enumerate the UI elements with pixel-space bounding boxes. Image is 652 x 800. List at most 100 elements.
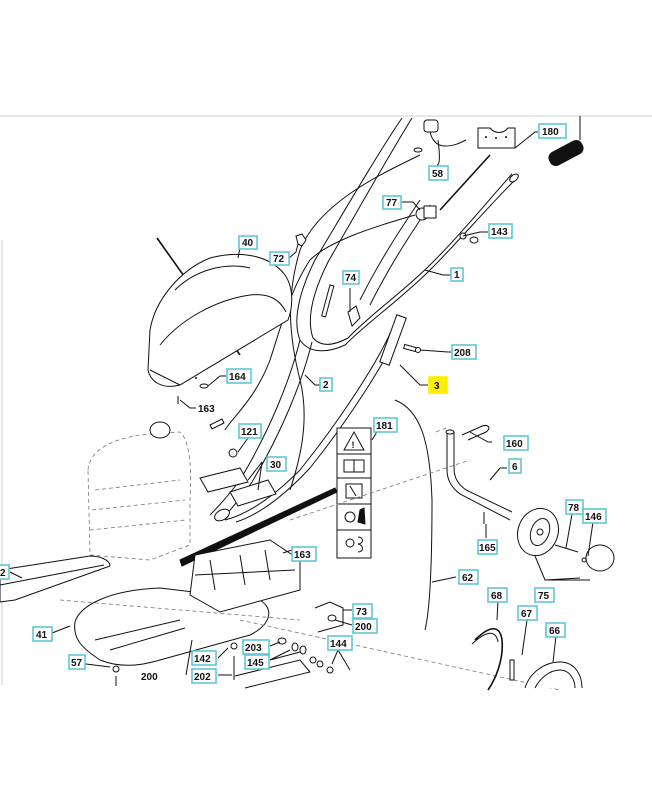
belt-inner bbox=[471, 632, 499, 645]
svg-text:58: 58 bbox=[432, 169, 444, 180]
callout-3-highlighted[interactable]: 3 bbox=[428, 376, 448, 394]
svg-text:163: 163 bbox=[198, 404, 215, 415]
callout-180[interactable]: 180 bbox=[538, 123, 567, 139]
rotating-tines-hand-icon bbox=[344, 507, 366, 525]
callout-30[interactable]: 30 bbox=[266, 456, 287, 472]
svg-text:144: 144 bbox=[330, 639, 347, 650]
svg-text:145: 145 bbox=[247, 658, 264, 669]
callout-66[interactable]: 66 bbox=[545, 622, 566, 638]
svg-text:40: 40 bbox=[242, 238, 254, 249]
washers-part-145 bbox=[291, 642, 307, 655]
warning-triangle-icon: ! bbox=[343, 430, 365, 451]
svg-text:200: 200 bbox=[355, 622, 372, 633]
callout-200-plain[interactable]: 200 bbox=[141, 672, 158, 683]
callout-208[interactable]: 208 bbox=[451, 344, 477, 360]
svg-text:74: 74 bbox=[345, 273, 357, 284]
callout-74[interactable]: 74 bbox=[342, 270, 360, 285]
callout-67[interactable]: 67 bbox=[517, 605, 538, 621]
callout-121[interactable]: 121 bbox=[238, 423, 262, 439]
callout-78[interactable]: 78 bbox=[565, 499, 584, 515]
key-part-67 bbox=[509, 659, 515, 681]
svg-text:66: 66 bbox=[549, 626, 561, 637]
callout-73[interactable]: 73 bbox=[352, 603, 373, 619]
svg-text:68: 68 bbox=[491, 591, 503, 602]
svg-text:142: 142 bbox=[194, 654, 211, 665]
callout-57[interactable]: 57 bbox=[68, 654, 86, 670]
belt-cover-part-40 bbox=[147, 253, 293, 387]
pin-part-208 bbox=[403, 343, 421, 353]
callout-146[interactable]: 146 bbox=[582, 508, 607, 524]
svg-text:160: 160 bbox=[506, 439, 523, 450]
callout-142[interactable]: 142 bbox=[191, 650, 217, 666]
svg-text:6: 6 bbox=[512, 462, 518, 473]
svg-text:77: 77 bbox=[386, 198, 398, 209]
svg-text:121: 121 bbox=[241, 427, 258, 438]
bracket-part-74 bbox=[321, 284, 361, 327]
callout-75[interactable]: 75 bbox=[534, 587, 555, 603]
svg-text:165: 165 bbox=[479, 543, 496, 554]
bolt-part-203 bbox=[277, 637, 287, 645]
svg-text:57: 57 bbox=[71, 658, 83, 669]
nut-part-146 bbox=[581, 557, 587, 563]
mounting-plates-part-30 bbox=[199, 467, 277, 522]
svg-text:200: 200 bbox=[141, 672, 158, 683]
warning-decal-part-181: ! bbox=[336, 427, 372, 559]
callout-181[interactable]: 181 bbox=[373, 417, 398, 433]
svg-text:202: 202 bbox=[194, 672, 211, 683]
bracket-part-180 bbox=[439, 127, 516, 211]
engine bbox=[87, 421, 192, 561]
callout-72[interactable]: 72 bbox=[269, 251, 290, 266]
callout-40[interactable]: 40 bbox=[238, 235, 258, 250]
svg-text:41: 41 bbox=[36, 630, 48, 641]
svg-text:2: 2 bbox=[0, 568, 6, 579]
handle-upper-part-1 bbox=[296, 117, 519, 352]
leader-lines bbox=[9, 131, 594, 676]
callout-203[interactable]: 203 bbox=[242, 639, 270, 655]
callout-6[interactable]: 6 bbox=[508, 458, 522, 474]
read-manual-icon bbox=[343, 459, 365, 473]
svg-text:1: 1 bbox=[454, 270, 460, 281]
svg-text:164: 164 bbox=[229, 372, 246, 383]
wheel-part-75 bbox=[516, 507, 615, 572]
transmission-housing bbox=[189, 539, 301, 613]
callout-165[interactable]: 165 bbox=[477, 539, 498, 555]
throttle-lever-part-58 bbox=[413, 119, 467, 153]
svg-text:203: 203 bbox=[245, 643, 262, 654]
svg-text:208: 208 bbox=[454, 348, 471, 359]
callout-144[interactable]: 144 bbox=[327, 635, 353, 651]
callout-41[interactable]: 41 bbox=[32, 626, 53, 642]
callout-163-boxed[interactable]: 163 bbox=[291, 546, 317, 562]
svg-text:73: 73 bbox=[356, 607, 368, 618]
callout-1[interactable]: 1 bbox=[450, 267, 464, 282]
callout-143[interactable]: 143 bbox=[488, 223, 513, 239]
svg-text:62: 62 bbox=[462, 573, 474, 584]
hairpin-clip-part-160 bbox=[461, 425, 490, 441]
callout-160[interactable]: 160 bbox=[503, 435, 529, 451]
callout-164[interactable]: 164 bbox=[226, 368, 252, 384]
callout-2[interactable]: 2 bbox=[319, 377, 333, 392]
callout-202[interactable]: 202 bbox=[191, 668, 217, 684]
bracket-part-73 bbox=[314, 601, 344, 633]
svg-text:78: 78 bbox=[568, 503, 580, 514]
callout-2-left[interactable]: 2 bbox=[0, 564, 10, 580]
callout-62[interactable]: 62 bbox=[458, 569, 479, 585]
callout-77[interactable]: 77 bbox=[382, 195, 402, 210]
svg-text:180: 180 bbox=[542, 127, 559, 138]
cap-part-57 bbox=[112, 665, 120, 673]
nut-part-142 bbox=[230, 642, 238, 650]
callout-145[interactable]: 145 bbox=[244, 654, 270, 670]
tine-shield-part-12 bbox=[0, 555, 111, 603]
cable-clamp-part-77 bbox=[415, 205, 437, 221]
svg-text:146: 146 bbox=[585, 512, 602, 523]
svg-text:163: 163 bbox=[294, 550, 311, 561]
callout-68[interactable]: 68 bbox=[487, 587, 508, 603]
svg-text:30: 30 bbox=[270, 460, 282, 471]
drive-belt-part-68 bbox=[474, 627, 504, 691]
svg-text:72: 72 bbox=[273, 254, 285, 265]
cable-end-part-121-link bbox=[209, 418, 225, 430]
rotating-tines-foot-icon bbox=[345, 536, 363, 553]
callout-163[interactable]: 163 bbox=[198, 404, 215, 415]
callout-58[interactable]: 58 bbox=[428, 165, 449, 181]
callout-200[interactable]: 200 bbox=[352, 618, 378, 634]
